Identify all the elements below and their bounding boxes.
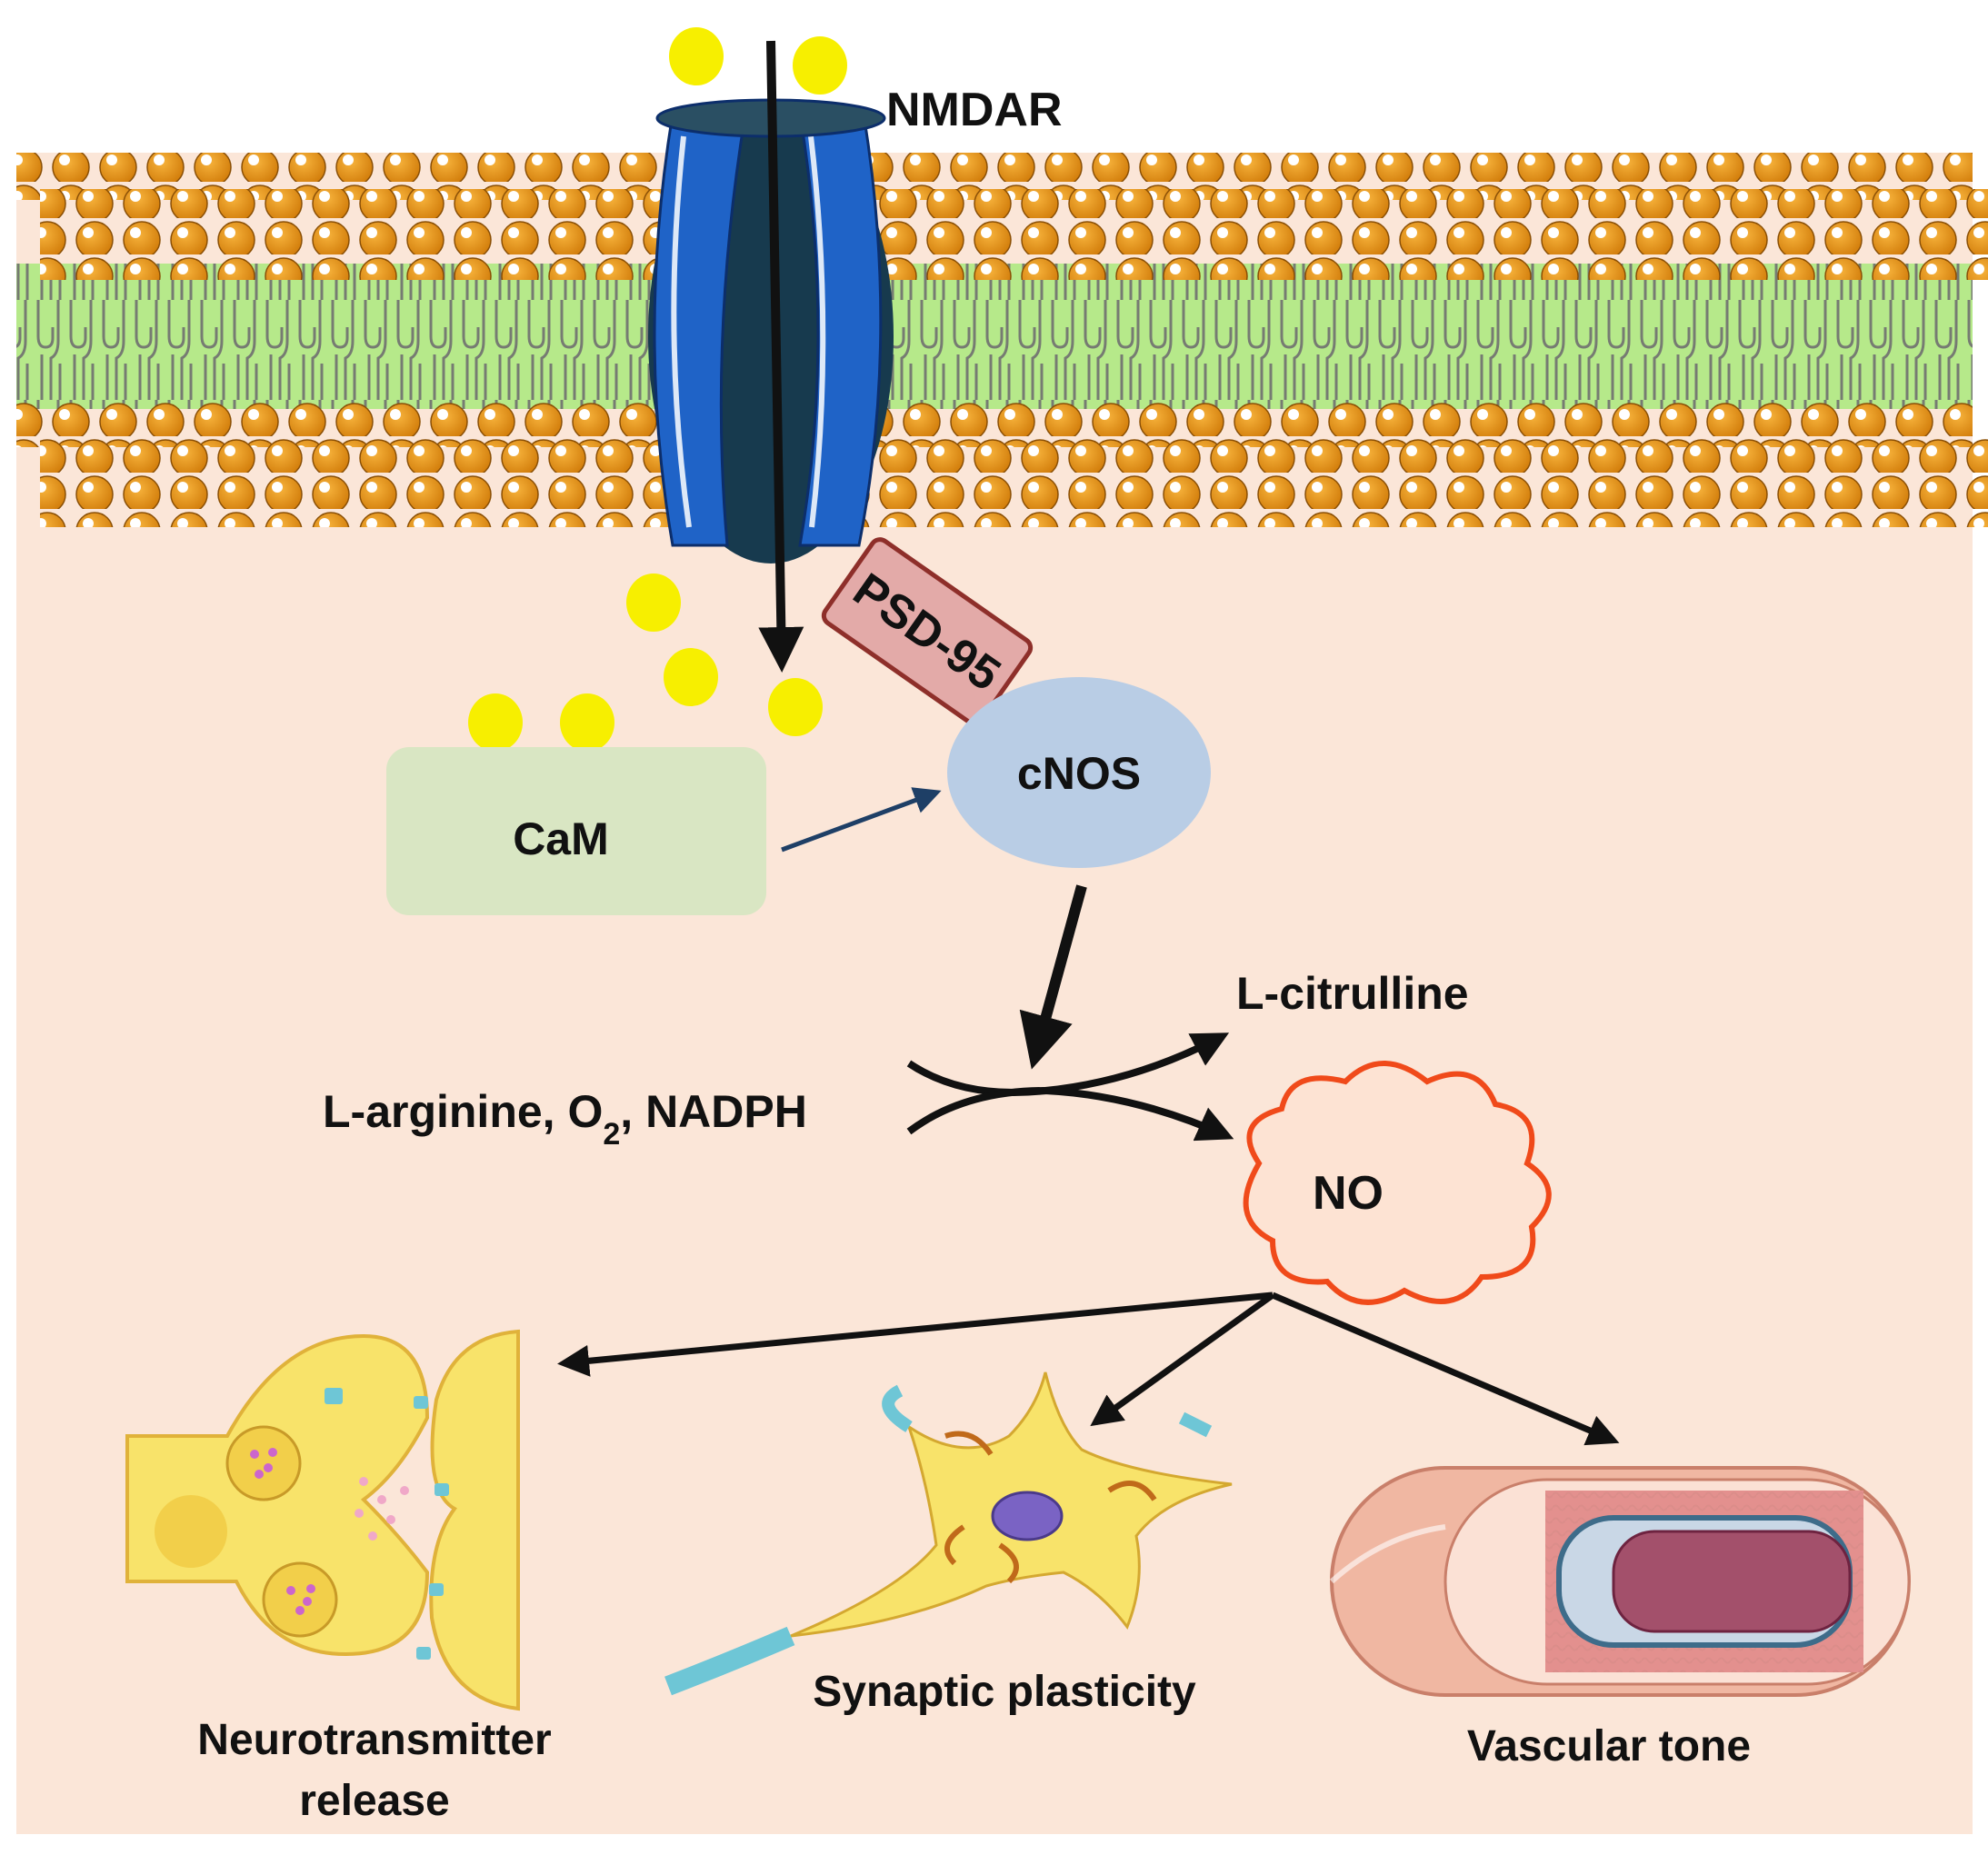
cnos-ellipse [947, 677, 1211, 868]
psd95-box: PSD-95 [821, 537, 1034, 726]
reaction-curve-lower [906, 1086, 1234, 1142]
no-label: NO [1313, 1167, 1384, 1220]
cam-box [386, 747, 766, 915]
cam-to-cnos-arrow [781, 787, 942, 853]
calcium-ion-icon [468, 27, 847, 752]
calcium-influx-arrow [758, 40, 804, 673]
nmdar-label: NMDAR [886, 84, 1063, 136]
effect-1-label-line2: release [299, 1777, 450, 1825]
nmdar-channel-icon [648, 98, 894, 563]
effect-2-label: Synaptic plasticity [813, 1668, 1196, 1716]
cnos-label: cNOS [1017, 748, 1141, 799]
cam-label: CaM [513, 813, 609, 864]
effect-1-label-line1: Neurotransmitter [197, 1716, 551, 1764]
neuron-icon [664, 1371, 1233, 1696]
cnos-to-reaction-arrow [1019, 884, 1087, 1070]
synapse-icon [125, 1329, 520, 1711]
lipid-bilayer [16, 153, 1988, 527]
substrates-label: L-arginine, O2, NADPH [323, 1086, 807, 1152]
no-effect-arrows [557, 1292, 1620, 1446]
no-cloud-icon [1243, 1061, 1552, 1305]
effect-3-label: Vascular tone [1467, 1722, 1751, 1770]
extracellular-space [16, 16, 1973, 153]
byproduct-label: L-citrulline [1236, 968, 1469, 1019]
blood-vessel-icon [1329, 1466, 1911, 1697]
